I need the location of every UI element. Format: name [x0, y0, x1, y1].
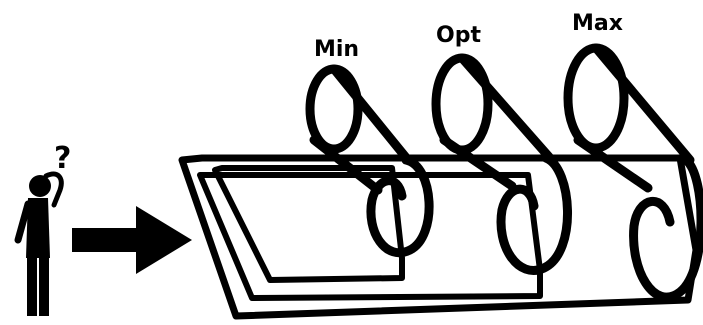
label-max: Max: [572, 11, 623, 36]
label-min: Min: [314, 37, 359, 62]
label-opt: Opt: [436, 23, 481, 48]
roll-opt: [436, 58, 568, 270]
sheet-outline-max: [182, 158, 696, 316]
question-mark: ?: [54, 141, 71, 176]
confused-person-icon: [18, 174, 61, 316]
right-arrow-icon: [72, 206, 192, 274]
